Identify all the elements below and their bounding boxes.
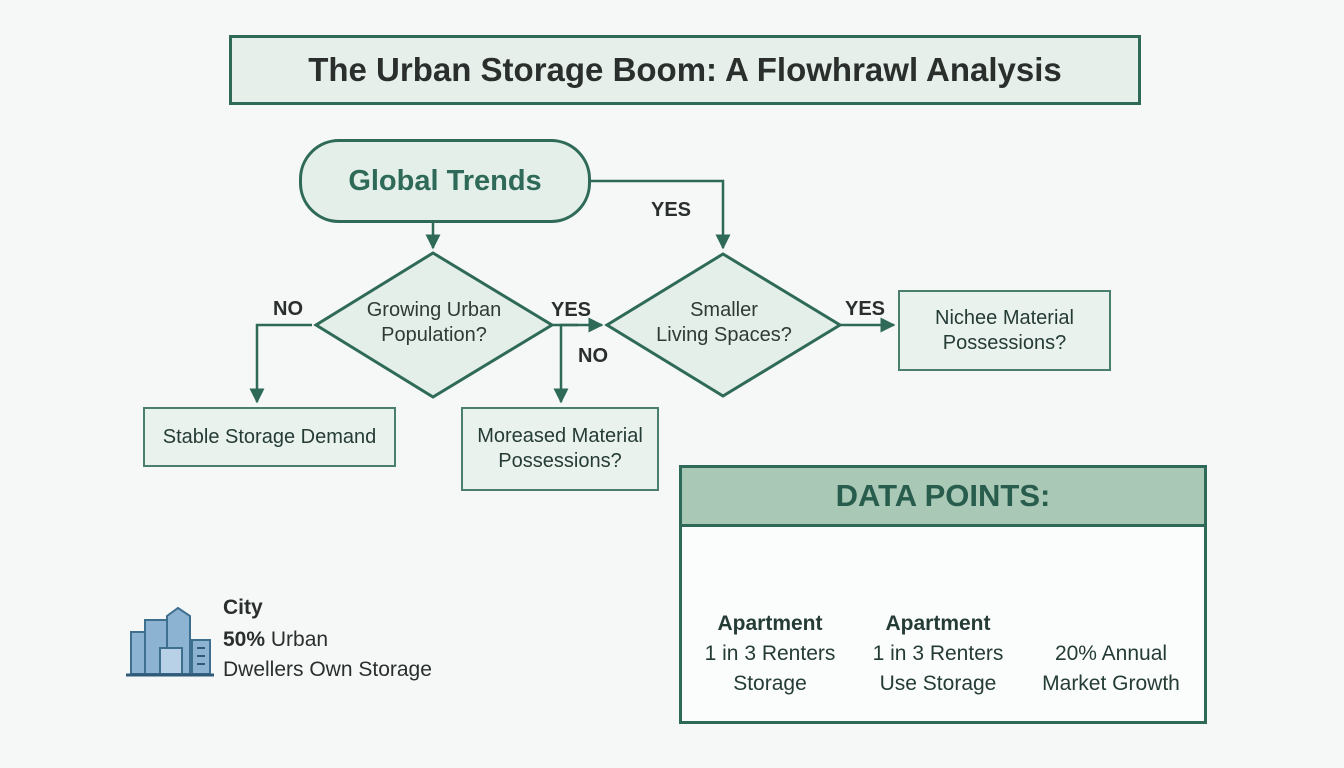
data-point-line2: Storage: [733, 672, 807, 695]
city-stat-line1: 50% Urban: [223, 628, 328, 652]
decision-living-label: Smaller Living Spaces?: [642, 298, 806, 348]
connector-global-to-living: [587, 179, 731, 250]
outcome-nichee-line1: Nichee Material: [935, 306, 1074, 329]
connector-urban-no: [249, 323, 312, 404]
data-point-line1: 20% Annual: [1054, 642, 1168, 665]
outcome-stable-storage-demand: Stable Storage Demand: [143, 407, 396, 467]
page-title: The Urban Storage Boom: A Flowhrawl Anal…: [229, 35, 1141, 105]
decision-living-line2: Living Spaces?: [656, 324, 792, 346]
decision-living-line1: Smaller: [690, 299, 758, 321]
edge-label-urban-no: NO: [273, 298, 303, 320]
city-stat-value: 50%: [223, 628, 266, 651]
outcome-moreased-material: Moreased Material Possessions?: [461, 407, 659, 491]
city-stat-text: Urban: [270, 628, 329, 651]
city-heading: City: [223, 596, 263, 619]
outcome-moreased-line2: Possessions?: [498, 450, 622, 472]
decision-urban-line2: Population?: [381, 324, 487, 346]
data-point-title: Apartment: [717, 612, 823, 635]
data-point-item-3: 20% Annual Market Growth: [1028, 639, 1194, 699]
edge-label-living-yes: YES: [845, 298, 886, 320]
data-point-title: Apartment: [885, 612, 991, 635]
data-point-line2: Market Growth: [1042, 672, 1180, 695]
data-point-item-2: Apartment 1 in 3 Renters Use Storage: [858, 609, 1018, 699]
connector-living-no: [553, 323, 578, 404]
edge-label-global-yes: YES: [651, 199, 692, 221]
data-points-header: DATA POINTS:: [682, 468, 1204, 527]
decision-urban-line1: Growing Urban: [366, 299, 502, 321]
data-point-line2: Use Storage: [879, 672, 997, 695]
decision-diamond-urban: [313, 251, 555, 399]
outcome-nichee-material: Nichee Material Possessions?: [898, 290, 1111, 371]
city-stat-line2: Dwellers Own Storage: [223, 658, 432, 681]
data-point-line1: 1 in 3 Renters: [872, 642, 1004, 665]
edge-label-living-no: NO: [578, 345, 608, 367]
outcome-moreased-line1: Moreased Material: [477, 425, 643, 447]
decision-diamond-living: [604, 252, 843, 398]
edge-label-urban-yes: YES: [551, 299, 592, 321]
start-node-global-trends: Global Trends: [299, 139, 591, 223]
data-point-item-1: Apartment 1 in 3 Renters Storage: [694, 609, 846, 699]
data-point-line1: 1 in 3 Renters: [704, 642, 836, 665]
data-points-panel: DATA POINTS: Apartment 1 in 3 Renters St…: [679, 465, 1207, 724]
city-buildings-icon: [126, 606, 214, 677]
outcome-nichee-line2: Possessions?: [942, 331, 1067, 354]
decision-urban-label: Growing Urban Population?: [352, 298, 516, 348]
